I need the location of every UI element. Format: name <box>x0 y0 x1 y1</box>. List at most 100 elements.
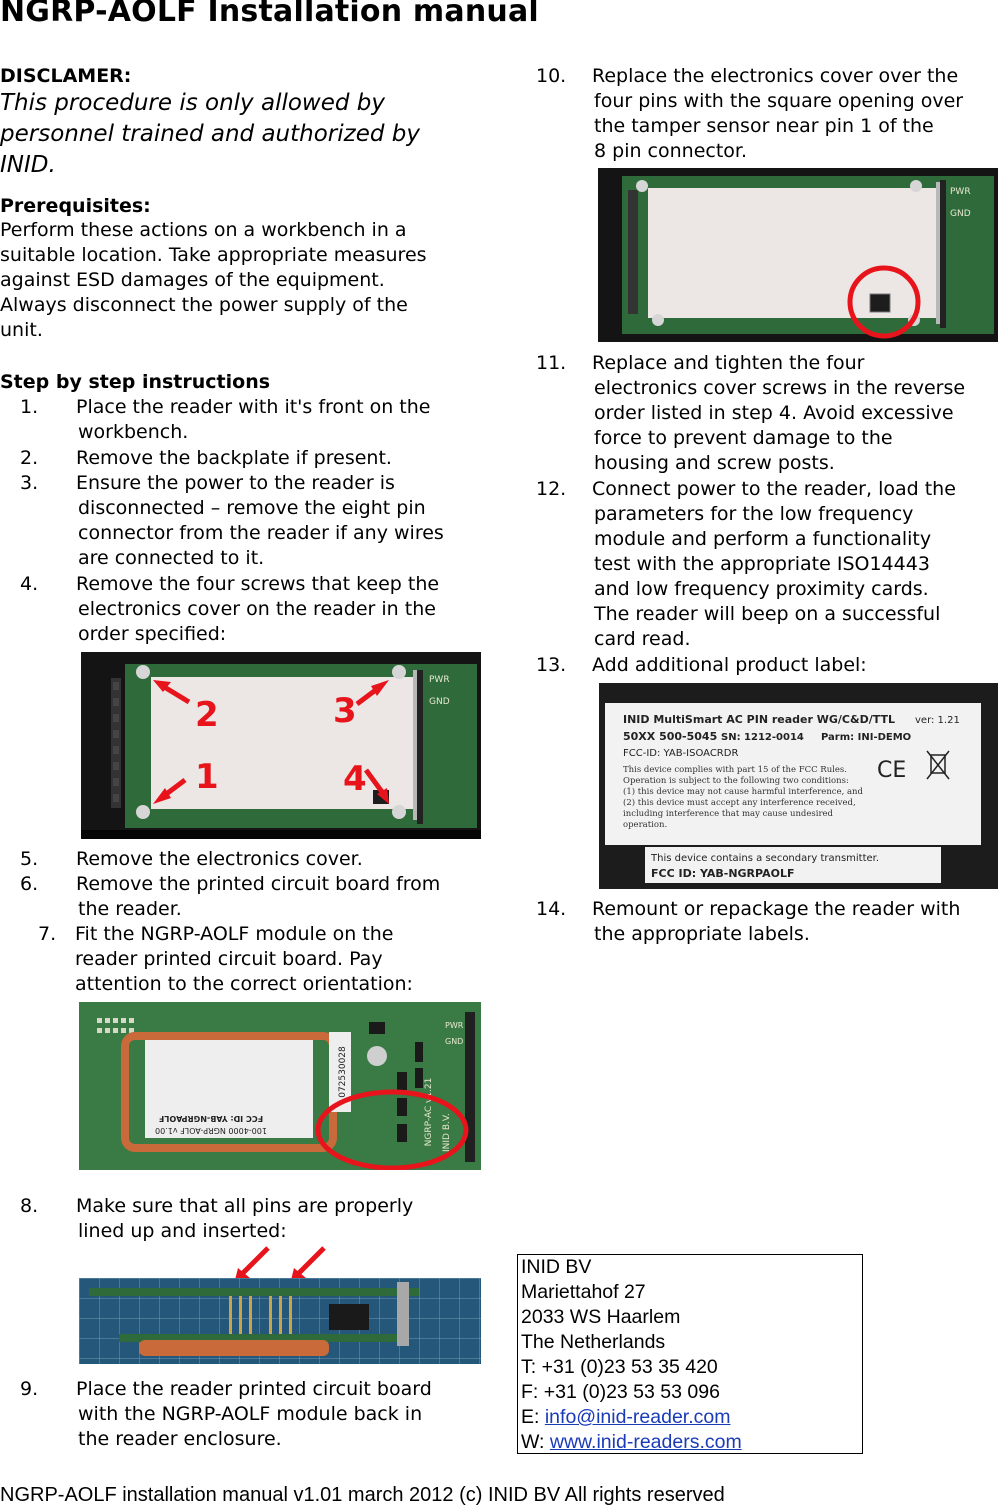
pin-label-gnd: GND <box>429 697 450 707</box>
step-number: 3. <box>20 472 39 494</box>
ce-mark: CE <box>877 758 906 783</box>
step-number: 7. <box>38 923 57 945</box>
step-text: Make sure that all pins are properly lin… <box>76 1194 413 1244</box>
step-line: Remove the four screws that keep the <box>76 573 440 595</box>
step-line: the appropriate labels. <box>594 923 810 945</box>
module-pcb <box>89 1288 419 1296</box>
pin-header-left <box>628 190 638 314</box>
step-number: 13. <box>536 654 567 676</box>
pin-header-left <box>111 678 121 808</box>
step-text: Ensure the power to the reader is discon… <box>76 471 444 571</box>
tamper-opening <box>869 293 891 313</box>
step-line: are connected to it. <box>78 547 265 569</box>
prerequisites-line: Always disconnect the power supply of th… <box>0 294 408 316</box>
cover-placement-figure: PWR GND <box>598 168 998 342</box>
step-line: test with the appropriate ISO14443 <box>594 553 930 575</box>
module-sticker-text: 100-4000 NGRP-AOLF v1.00 FCC ID: YAB-NGR… <box>155 1114 267 1135</box>
step-number: 8. <box>20 1195 39 1217</box>
step-line: Add additional product label: <box>592 654 867 676</box>
step-line: the reader. <box>78 898 182 920</box>
label-line: INID MultiSmart AC PIN reader WG/C&D/TTL <box>623 713 895 726</box>
footer-text: NGRP-AOLF installation manual v1.01 marc… <box>0 1484 725 1506</box>
step-number: 9. <box>20 1378 39 1400</box>
step-line: Connect power to the reader, load the <box>592 478 956 500</box>
pin-label-gnd: GND <box>445 1037 463 1046</box>
step-line: Remove the backplate if present. <box>76 447 392 469</box>
step-line: electronics cover on the reader in the <box>78 598 436 620</box>
housing-edge <box>81 830 481 839</box>
product-label-photo: INID MultiSmart AC PIN reader WG/C&D/TTL… <box>599 683 998 889</box>
step-number: 10. <box>536 65 567 87</box>
components <box>369 1022 423 1142</box>
fcc-text: including interference that may cause un… <box>623 809 834 819</box>
step-line: 8 pin connector. <box>594 140 748 162</box>
step-number: 5. <box>20 848 39 870</box>
main-label-text: INID MultiSmart AC PIN reader WG/C&D/TTL… <box>623 713 960 830</box>
step-line: the tamper sensor near pin 1 of the <box>594 115 934 137</box>
step-line: Replace the electronics cover over the <box>592 65 959 87</box>
step-text: Place the reader printed circuit board w… <box>76 1377 432 1452</box>
coil-side <box>139 1340 329 1356</box>
prerequisites-heading: Prerequisites: <box>0 195 151 217</box>
electronics-cover <box>648 188 938 318</box>
label-serial: SN: 1212-0014 <box>721 732 804 743</box>
fcc-text: Operation is subject to the following tw… <box>623 776 849 786</box>
step-line: electronics cover screws in the reverse <box>594 377 966 399</box>
disclaimer-line: personnel trained and authorized by <box>0 121 420 147</box>
serial-sticker <box>329 1032 351 1112</box>
step-number: 2. <box>20 447 39 469</box>
cover-placement-photo: PWR GND <box>598 168 998 342</box>
step-text: Remove the electronics cover. <box>76 847 363 872</box>
step-text: Remove the backplate if present. <box>76 446 392 471</box>
website-link[interactable]: www.inid-readers.com <box>549 1431 742 1453</box>
step-text: Replace and tighten the four electronics… <box>592 351 965 476</box>
street-address: Mariettahof 27 <box>521 1281 646 1303</box>
step-line: Remove the printed circuit board from <box>76 873 441 895</box>
prerequisites-line: Perform these actions on a workbench in … <box>0 219 407 241</box>
step-number: 1. <box>20 396 39 418</box>
pcb-version-text: NGRP-AC v1.21 <box>424 1078 434 1147</box>
step-number: 11. <box>536 352 567 374</box>
phone-number: T: +31 (0)23 53 35 420 <box>521 1356 718 1378</box>
pin-header-right <box>417 670 423 824</box>
weee-icon <box>926 750 950 780</box>
email-link[interactable]: info@inid-reader.com <box>544 1406 731 1428</box>
company-name: INID BV <box>521 1256 592 1278</box>
step-text: Remove the printed circuit board from th… <box>76 872 440 922</box>
cover-edge <box>936 182 942 324</box>
step-line: with the NGRP-AOLF module back in <box>78 1403 423 1425</box>
step-line: reader printed circuit board. Pay <box>75 948 383 970</box>
step-number: 4. <box>20 573 39 595</box>
step-text: Replace the electronics cover over the f… <box>592 64 963 164</box>
step-text: Remove the four screws that keep the ele… <box>76 572 439 647</box>
module-sticker <box>145 1040 313 1138</box>
product-label-figure: INID MultiSmart AC PIN reader WG/C&D/TTL… <box>599 683 998 889</box>
screw-number-4: 4 <box>343 759 367 799</box>
secondary-label-text: This device contains a secondary transmi… <box>650 853 879 880</box>
step-line: Remount or repackage the reader with <box>592 898 961 920</box>
step-line: workbench. <box>78 421 189 443</box>
disclaimer-line: INID. <box>0 152 56 178</box>
label-line: FCC-ID: YAB-ISOACRDR <box>623 748 738 759</box>
step-line: four pins with the square opening over <box>594 90 964 112</box>
screws <box>136 665 406 819</box>
step-line: Place the reader printed circuit board <box>76 1378 432 1400</box>
step-line: order specified: <box>78 623 227 645</box>
step-number: 12. <box>536 478 567 500</box>
main-label <box>605 703 981 845</box>
step-line: the reader enclosure. <box>78 1428 282 1450</box>
instructions-heading: Step by step instructions <box>0 371 271 393</box>
pins <box>229 1296 292 1334</box>
pin-header-right <box>940 180 946 328</box>
secondary-label <box>645 847 941 883</box>
screw-order-figure: PWR GND 2 3 1 4 <box>81 652 481 839</box>
module-text: FCC ID: YAB-NGRPAOLF <box>159 1114 263 1123</box>
web-line: W: www.inid-readers.com <box>521 1430 859 1455</box>
step-line: card read. <box>594 628 691 650</box>
serial-text: 072530028 <box>338 1046 348 1098</box>
disclaimer-heading: DISCLAMER: <box>0 65 132 87</box>
screw-number-3: 3 <box>333 691 357 731</box>
prerequisites-line: against ESD damages of the equipment. <box>0 269 385 291</box>
page-title: NGRP-AOLF Installation manual <box>0 0 539 29</box>
electronics-cover <box>151 677 417 809</box>
